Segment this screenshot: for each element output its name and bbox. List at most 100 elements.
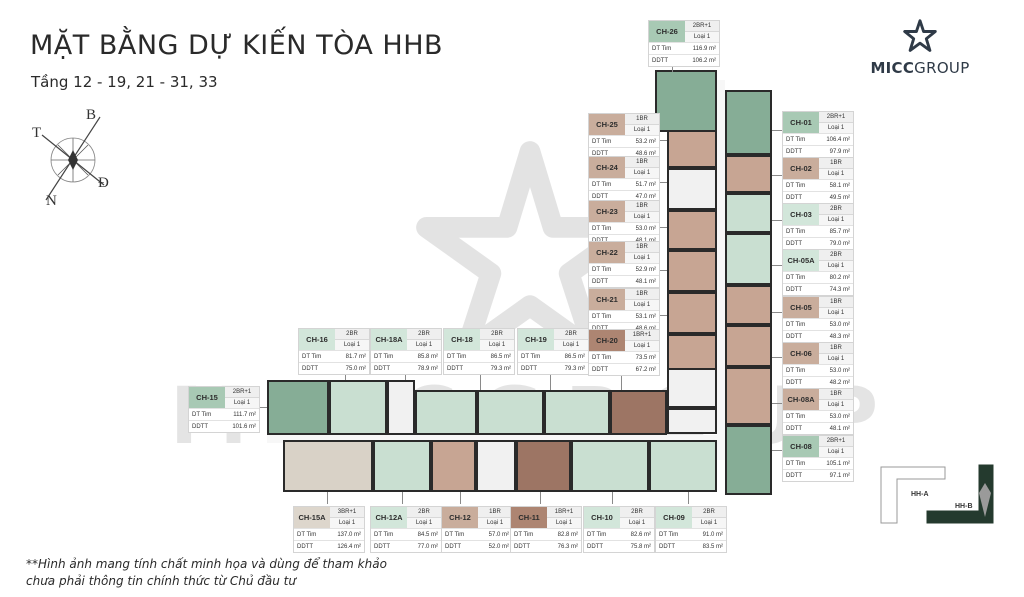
net-area-label: DDTT — [592, 238, 608, 244]
net-area-label: DDTT — [786, 425, 802, 432]
leader-line — [655, 227, 667, 228]
unit-code: CH-21 — [589, 289, 625, 310]
unit-ch-19[interactable] — [544, 390, 610, 435]
net-area-value: 77.0 m² — [417, 543, 438, 550]
unit-ch-20[interactable] — [610, 390, 667, 435]
area-value: 137.0 m² — [337, 531, 361, 538]
net-area-value: 48.1 m² — [829, 425, 850, 432]
net-area-value: 74.3 m² — [829, 286, 850, 293]
brand-name: MICCGROUP — [870, 59, 970, 77]
unit-ch-18a[interactable] — [415, 390, 477, 435]
area-label: DT Tim — [521, 353, 541, 360]
unit-type: 2BR — [491, 331, 503, 337]
area-label: DT Tim — [592, 138, 612, 145]
area-label: DT Tim — [786, 413, 806, 420]
unit-ch-18[interactable] — [477, 390, 544, 435]
area-value: 53.2 m² — [635, 138, 656, 145]
unit-ch-03[interactable] — [725, 193, 772, 233]
net-area-label: DDTT — [652, 57, 668, 64]
unit-type: 1BR — [830, 345, 842, 351]
unit-class: Loại 1 — [554, 339, 588, 350]
net-area-label: DDTT — [786, 286, 802, 293]
area-label: DT Tim — [786, 274, 806, 281]
unit-type: 2BR — [346, 331, 358, 337]
area-value: 86.5 m² — [564, 353, 585, 360]
unit-code: CH-18A — [371, 329, 407, 350]
unit-type: 1BR — [636, 159, 648, 165]
unit-ch-22[interactable] — [667, 292, 717, 334]
unit-type: 1BR — [636, 291, 648, 297]
unit-class: Loại 1 — [625, 211, 659, 222]
unit-ch-12[interactable] — [431, 440, 476, 492]
disclaimer-footnote: **Hình ảnh mang tính chất minh họa và dù… — [26, 557, 387, 588]
unit-ch-11[interactable] — [516, 440, 571, 492]
leader-line — [772, 357, 782, 358]
core-lift — [667, 368, 717, 408]
unit-ch-15a[interactable] — [283, 440, 373, 492]
unit-ch-08[interactable] — [725, 425, 772, 495]
unit-ch-12a[interactable] — [373, 440, 431, 492]
unit-ch-08a[interactable] — [725, 367, 772, 425]
area-label: DT Tim — [592, 181, 612, 188]
key-plan: HH-A HH-B — [875, 463, 1015, 525]
unit-class: Loại 1 — [819, 260, 853, 271]
unit-ch-01[interactable] — [725, 90, 772, 155]
unit-ch-05[interactable] — [725, 285, 772, 325]
net-area-value: 49.5 m² — [829, 194, 850, 201]
net-area-label: DDTT — [786, 333, 802, 340]
unit-ch-09[interactable] — [649, 440, 717, 492]
unit-class: Loại 1 — [330, 517, 364, 528]
unit-ch-16[interactable] — [329, 380, 387, 435]
net-area-label: DDTT — [514, 543, 530, 550]
unit-ch-15[interactable] — [267, 380, 329, 435]
unit-type: 2BR — [830, 206, 842, 212]
unit-ch-02[interactable] — [725, 155, 772, 193]
net-area-value: 52.0 m² — [488, 543, 509, 550]
unit-ch-05a[interactable] — [725, 233, 772, 285]
unit-type: 2BR — [418, 331, 430, 337]
unit-ch-10[interactable] — [571, 440, 649, 492]
area-label: DT Tim — [192, 411, 212, 418]
unit-ch-26[interactable] — [655, 70, 717, 132]
unit-class: Loại 1 — [625, 340, 659, 351]
net-area-value: 126.4 m² — [337, 543, 361, 550]
unit-ch-25[interactable] — [667, 130, 717, 168]
unit-ch-24[interactable] — [667, 210, 717, 250]
unit-ch-23[interactable] — [667, 250, 717, 292]
unit-ch-06[interactable] — [725, 325, 772, 367]
unit-code: CH-15A — [294, 507, 330, 528]
unit-type: 1BR+1 — [632, 332, 652, 338]
leader-line — [621, 368, 622, 390]
area-label: DT Tim — [786, 182, 806, 189]
compass-rose: T B Đ N — [28, 105, 118, 210]
unit-type: 1BR+1 — [554, 509, 574, 515]
unit-ch-21[interactable] — [667, 334, 717, 370]
unit-type: 2BR+1 — [826, 438, 846, 444]
